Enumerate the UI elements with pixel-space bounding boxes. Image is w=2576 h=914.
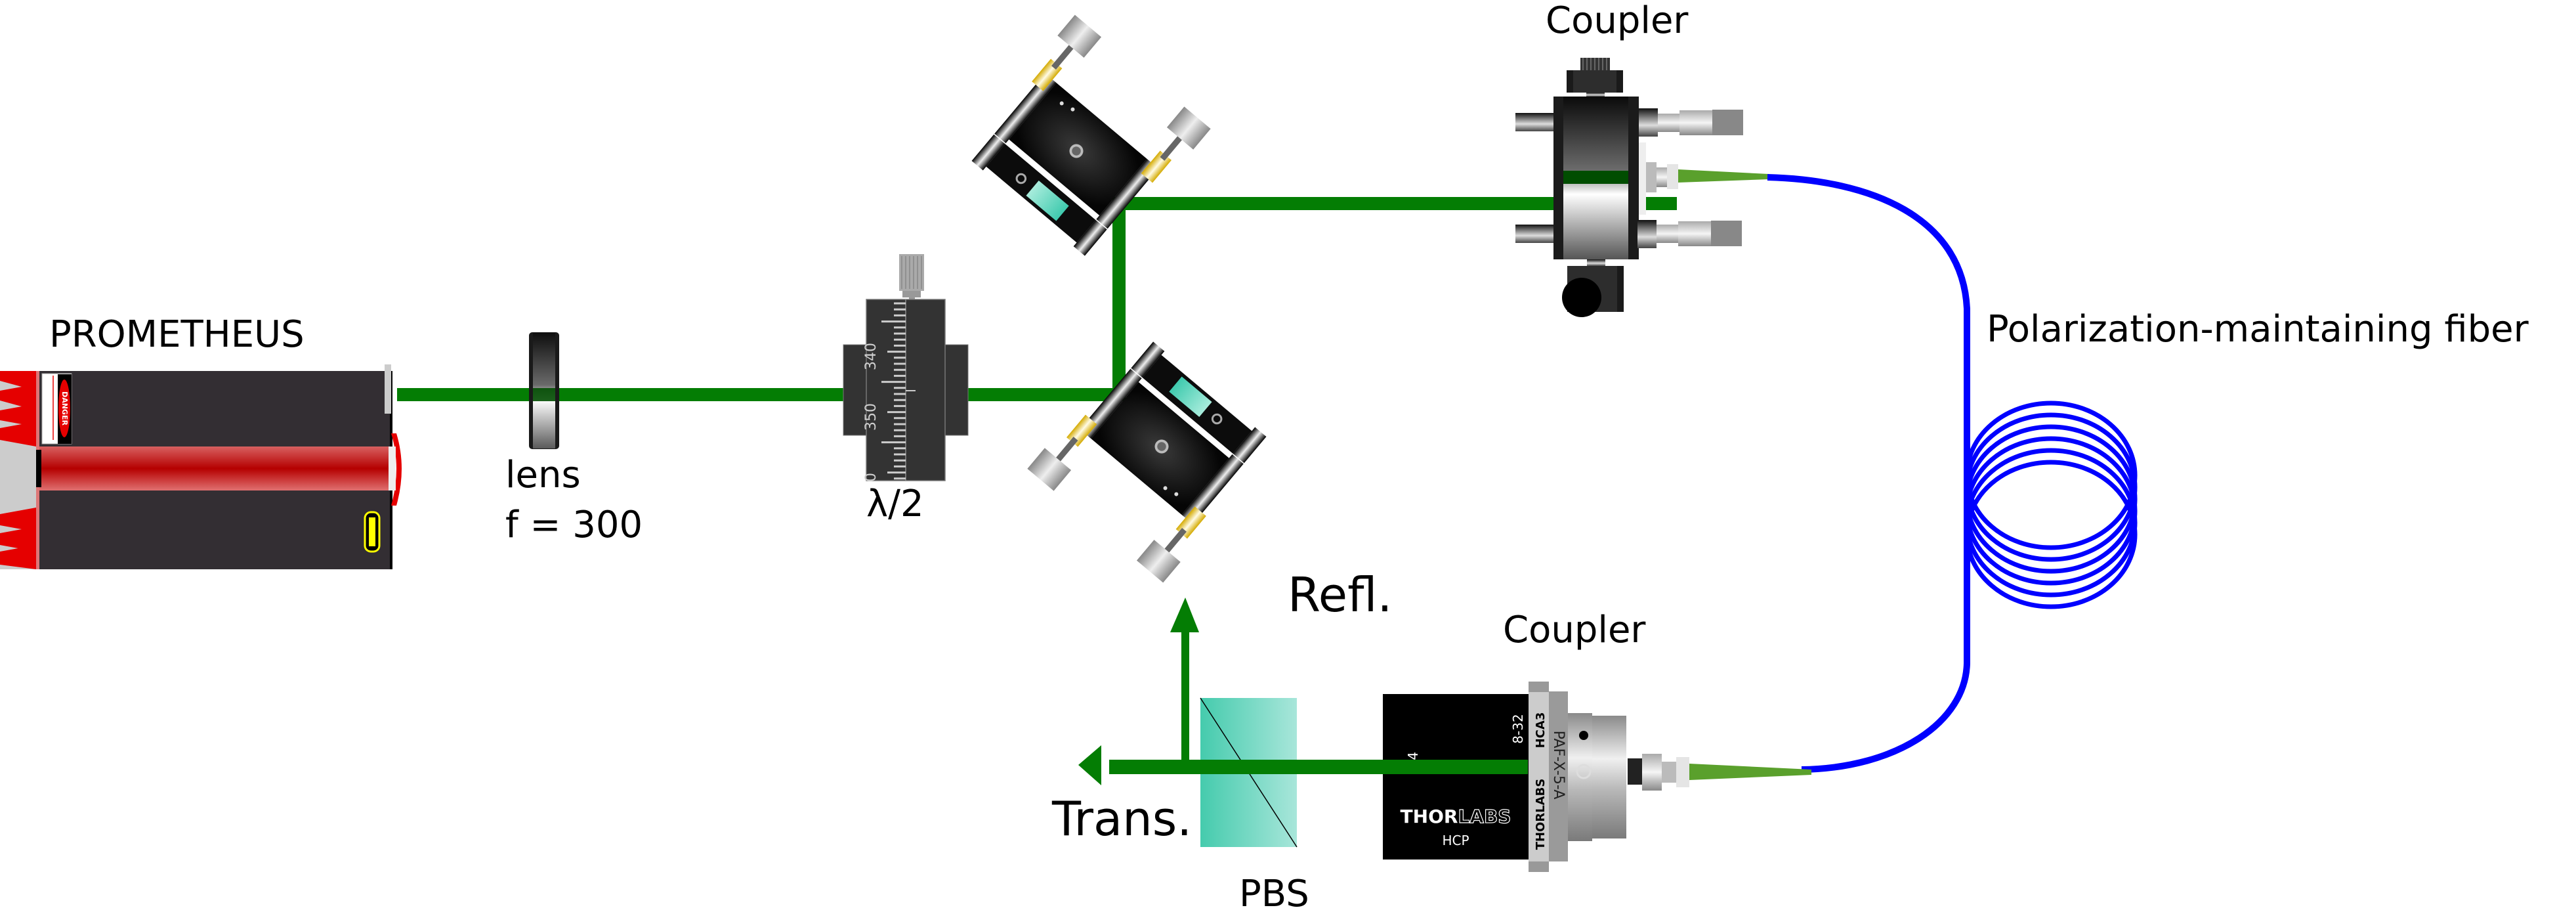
fc-adapter-model: PAF-X-5-A <box>1550 731 1567 800</box>
coupler-bottom-label: Coupler <box>1503 609 1646 651</box>
scale-label-0: 0 <box>863 473 879 482</box>
adapter-brand: THORLABS <box>1534 779 1548 850</box>
pm-fiber <box>1767 174 2138 773</box>
pbs-cube: PBS <box>1200 697 1309 914</box>
refl-label: Refl. <box>1288 567 1392 622</box>
coupler-top-label: Coupler <box>1546 0 1689 42</box>
output-beams: Refl. Trans. <box>1051 567 1528 846</box>
mirror-bottom <box>1026 331 1279 584</box>
waveplate-scale <box>881 302 906 480</box>
fiber-coupler-top: Coupler <box>1515 0 1769 317</box>
thread-8-32: 8-32 <box>1510 714 1526 743</box>
laser-beam <box>397 197 1677 401</box>
fiber-coil-loop <box>1964 460 2138 609</box>
model-label: HCP <box>1442 833 1469 848</box>
thorlabs-brand: THORLABS <box>1401 806 1511 827</box>
micrometer-top <box>1639 108 1743 137</box>
danger-text: DANGER <box>60 391 69 425</box>
lens-focal-label: f = 300 <box>505 504 643 546</box>
pbs-label: PBS <box>1239 873 1309 911</box>
fiber-label: Polarization-maintaining fiber <box>1987 308 2529 351</box>
laser-source: DANGER PROMETHEUS <box>0 313 402 569</box>
lens-label: lens <box>505 454 581 496</box>
danger-sticker: DANGER <box>41 373 72 445</box>
half-wave-plate: 340 350 0 λ/2 <box>843 254 969 525</box>
mirror-top <box>959 14 1212 267</box>
laser-label: PROMETHEUS <box>49 313 305 356</box>
laser-fins <box>0 371 36 569</box>
lens: lens f = 300 <box>505 332 643 546</box>
scale-label-340: 340 <box>863 343 879 370</box>
micrometer-bottom <box>1637 220 1742 248</box>
trans-label: Trans. <box>1051 791 1192 846</box>
scale-label-350: 350 <box>863 403 879 431</box>
aperture-sticker <box>364 511 381 553</box>
adapter-model: HCA3 <box>1534 712 1548 749</box>
waveplate-label: λ/2 <box>866 483 924 525</box>
fiber-coupler-bottom: Coupler THORLABS HCP M4 8-32 HCA3 THORLA… <box>1383 609 1811 872</box>
